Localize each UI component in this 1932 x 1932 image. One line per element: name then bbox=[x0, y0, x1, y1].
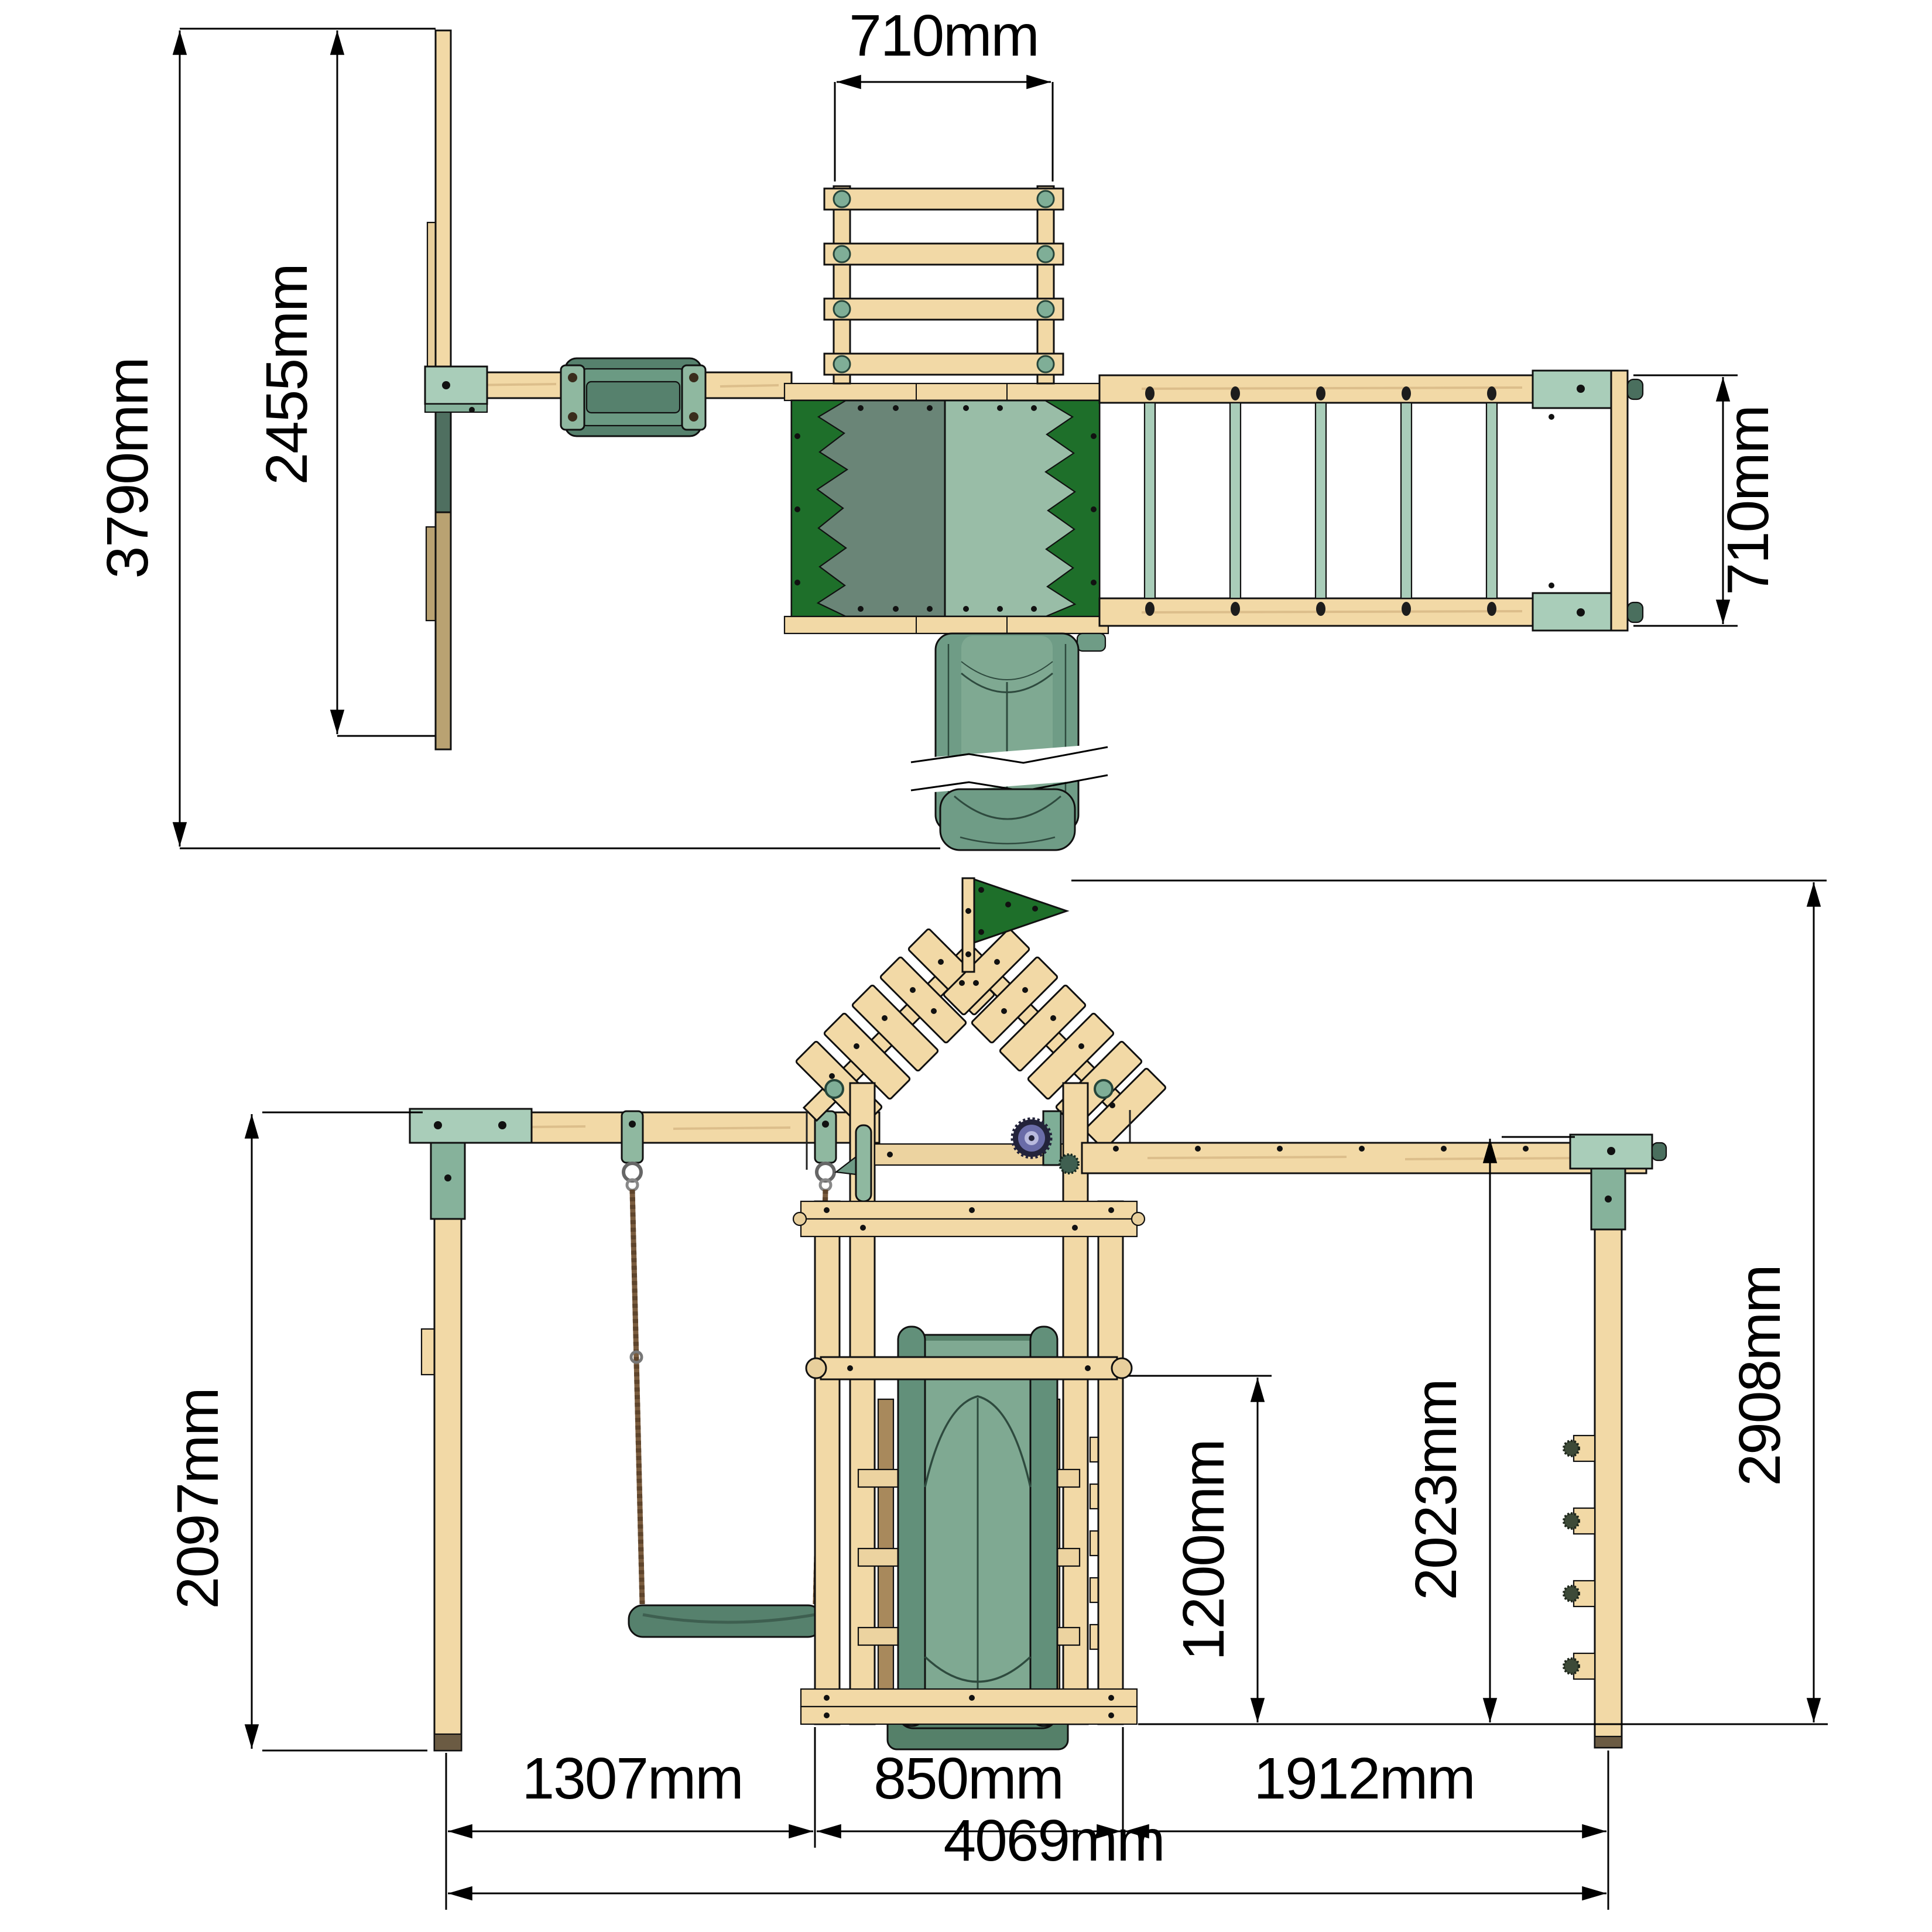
dim-label-tower-width: 850mm bbox=[873, 1746, 1063, 1811]
dim-label-swing-bay-width: 1307mm bbox=[522, 1746, 742, 1811]
dim-label-monkey-bay-width: 1912mm bbox=[1253, 1746, 1474, 1811]
swing-post bbox=[420, 1142, 463, 1752]
tower-zigzag-left bbox=[790, 399, 849, 618]
dimension-bottom-widths: 1307mm 850mm 1912mm 4069mm bbox=[445, 1727, 1609, 1910]
tower-lower-boards bbox=[800, 1688, 1138, 1725]
roof-knob-right bbox=[1094, 1079, 1114, 1099]
dimension-ladder-width: 710mm bbox=[834, 3, 1054, 181]
crossbar-upper bbox=[434, 29, 452, 371]
crossbar-side-tab-upper bbox=[426, 221, 437, 370]
tower-leg-outer-left bbox=[814, 1200, 841, 1725]
dim-label-overall-height: 2908mm bbox=[1727, 1265, 1793, 1486]
slide-rail-left bbox=[897, 1325, 926, 1727]
dim-label-monkey-bar-width: 710mm bbox=[1715, 406, 1781, 595]
knob-icon bbox=[1059, 1153, 1080, 1174]
crossbar-lower bbox=[434, 511, 452, 751]
dimension-monkey-bar-width: 710mm bbox=[1633, 374, 1781, 627]
swing-seat-plan bbox=[560, 357, 707, 437]
dim-label-overall-width: 4069mm bbox=[943, 1808, 1164, 1873]
dim-label-climb-post-height: 2023mm bbox=[1403, 1379, 1469, 1600]
roof-screws bbox=[829, 959, 1115, 1108]
monkey-bar-bracket-bottom bbox=[1532, 592, 1612, 632]
seat-hanger-right bbox=[681, 364, 707, 431]
tower-zigzag-right bbox=[1043, 399, 1101, 618]
dim-label-ladder-width: 710mm bbox=[849, 3, 1038, 68]
tower-top-boards bbox=[783, 382, 1109, 402]
roof-knob-left bbox=[824, 1079, 844, 1099]
swing-frame-crossbar-plan bbox=[425, 29, 452, 751]
climb-post bbox=[1563, 1133, 1667, 1749]
tower-leg-outer-right bbox=[1097, 1200, 1124, 1725]
dimension-climb-post-height: 2023mm bbox=[1403, 1136, 1575, 1722]
monkey-bar-rungs bbox=[1143, 386, 1498, 616]
telescope-icon bbox=[1010, 1110, 1080, 1174]
dim-label-swing-frame-height: 2097mm bbox=[165, 1388, 231, 1609]
tower-leg-inner-right bbox=[1062, 1082, 1089, 1725]
swing-post-foot bbox=[433, 1733, 463, 1752]
ladder-rungs bbox=[823, 187, 1064, 376]
dim-label-overall-depth: 3790mm bbox=[95, 358, 160, 578]
swing-beam-bracket bbox=[409, 1108, 533, 1220]
seat-hanger-left bbox=[560, 364, 585, 431]
monkey-bar-bracket-top bbox=[1532, 369, 1612, 409]
tower-upper-boards bbox=[792, 1200, 1146, 1238]
slide-exit-lip bbox=[1076, 632, 1107, 652]
front-view: 2097mm bbox=[165, 877, 1828, 1910]
climb-post-pegs bbox=[1563, 1434, 1596, 1680]
swing-beam-clamp bbox=[424, 365, 488, 413]
slide-plan bbox=[910, 632, 1108, 851]
crossbar-sleeve bbox=[434, 409, 452, 513]
flag-pole bbox=[961, 877, 975, 973]
monkey-bar-beam bbox=[1081, 1142, 1647, 1174]
ladder-rung-caps bbox=[833, 190, 1055, 374]
tower-panel-screws bbox=[794, 405, 1097, 612]
dimension-swing-frame-height: 2097mm bbox=[165, 1111, 427, 1752]
top-view: 3790mm 2455mm bbox=[95, 3, 1781, 851]
swing-assembly bbox=[621, 1110, 837, 1638]
dimension-overall-depth: 3790mm bbox=[95, 28, 940, 849]
tower-bottom-boards bbox=[783, 615, 1109, 635]
platform-handrail bbox=[805, 1356, 1133, 1381]
dimension-overall-height: 2908mm bbox=[1071, 879, 1827, 1722]
dimension-swing-arm-depth: 2455mm bbox=[254, 30, 436, 737]
swing-hanger-left bbox=[621, 1110, 644, 1164]
tower-plan bbox=[783, 382, 1109, 635]
ladder-plan bbox=[823, 185, 1064, 385]
dimension-platform-height: 1200mm bbox=[1128, 1375, 1272, 1722]
dim-label-platform-height: 1200mm bbox=[1171, 1440, 1236, 1660]
monkey-bars-plan bbox=[1098, 369, 1644, 632]
slide-rail-right bbox=[1029, 1325, 1059, 1727]
slide-front bbox=[886, 1325, 1069, 1751]
tower-roof bbox=[795, 928, 1166, 1170]
crossbar-side-tab-lower bbox=[425, 526, 437, 622]
monkey-bar-end-board bbox=[1610, 369, 1629, 632]
flag bbox=[961, 877, 1070, 973]
dim-label-swing-arm-depth: 2455mm bbox=[254, 264, 320, 485]
